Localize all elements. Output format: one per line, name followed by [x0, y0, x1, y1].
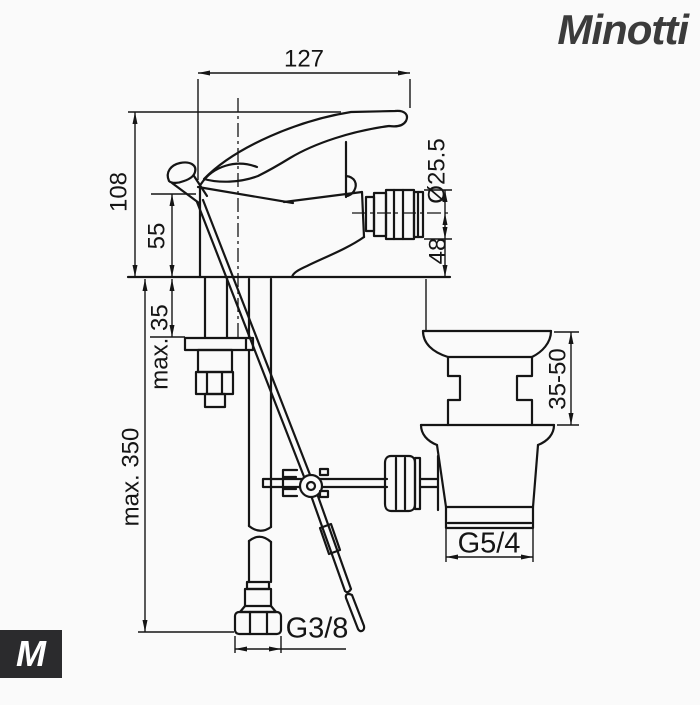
dim-max-350-label: max. 350 — [117, 428, 144, 527]
pop-up-rod — [166, 161, 366, 633]
dim-max-35-label: max. 35 — [146, 304, 173, 389]
dim-aerator-diameter-label: Ø25.5 — [423, 138, 450, 203]
dim-total-width: 127 — [197, 45, 411, 180]
hose-break-symbol — [247, 524, 273, 544]
linkage-nut — [383, 454, 417, 513]
rod-sleeve — [318, 522, 342, 556]
supply-nut — [233, 610, 283, 636]
pivot-bracket — [281, 468, 299, 498]
dim-height-55-label: 55 — [143, 223, 170, 250]
mounting-plate — [183, 336, 255, 352]
pop-up-knob — [166, 161, 197, 184]
dim-height-108: 108 — [105, 111, 341, 277]
dimension-annotations: 127 108 55 max. 35 max. 350 — [105, 45, 579, 653]
minotti-logo: Minotti — [557, 6, 689, 53]
dim-supply-thread: G3/8 — [234, 613, 349, 653]
dim-total-width-label: 127 — [284, 45, 324, 72]
mounting-shank — [183, 276, 255, 409]
dim-height-48: 48 — [424, 213, 451, 277]
pivot-joint — [298, 473, 324, 499]
supply-hose — [233, 277, 283, 636]
drain-linkage — [261, 454, 440, 513]
handle-lever — [202, 109, 409, 183]
dim-drain-thread-label: G5/4 — [458, 528, 521, 560]
dim-max-350: max. 350 — [117, 279, 234, 633]
dim-drain-range-label: 35-50 — [544, 348, 571, 409]
dim-supply-thread-label: G3/8 — [286, 613, 349, 645]
dim-aerator-diameter: Ø25.5 — [423, 138, 452, 277]
dim-height-55: 55 — [143, 193, 196, 277]
dim-height-108-label: 108 — [105, 172, 132, 212]
dim-drain-thread: G5/4 — [445, 528, 534, 562]
dim-height-48-label: 48 — [424, 238, 451, 265]
spout — [282, 190, 364, 204]
drain-thread-cylinder — [444, 505, 535, 530]
drain-body — [446, 355, 462, 427]
drain-assembly — [419, 279, 556, 530]
corner-badge: M — [0, 630, 62, 678]
corner-badge-letter: M — [16, 633, 46, 674]
mounting-nut — [194, 370, 235, 396]
faucet-body — [126, 98, 452, 338]
dim-max-35: max. 35 — [146, 279, 185, 390]
dim-drain-range: 35-50 — [544, 331, 579, 426]
aerator — [352, 188, 452, 241]
